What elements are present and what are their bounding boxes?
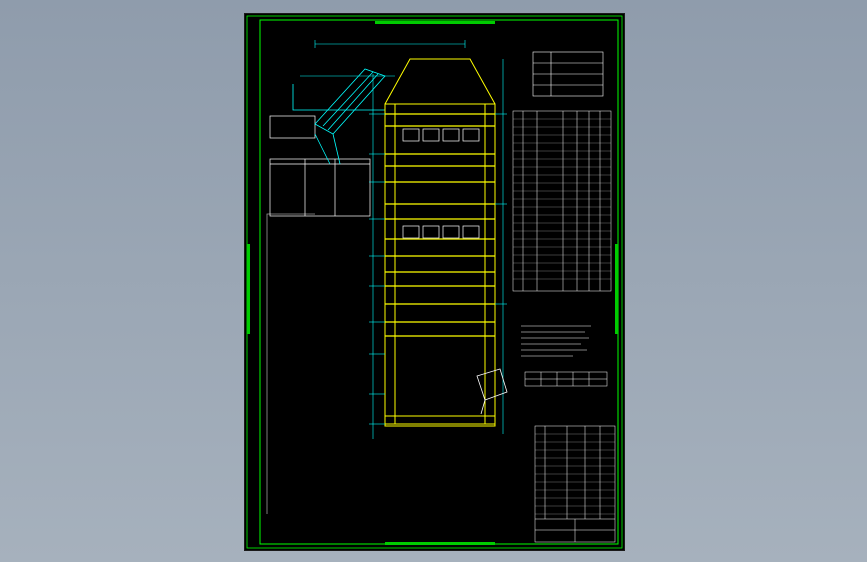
title-block-rows xyxy=(535,433,615,515)
title-strip-top xyxy=(375,21,495,24)
left-building xyxy=(269,115,371,217)
side-strip-left xyxy=(247,244,250,334)
equipment-table xyxy=(524,371,608,387)
silo-units xyxy=(402,128,480,239)
tower-floors xyxy=(385,113,495,337)
side-strip-right xyxy=(615,244,618,334)
right-dimension-marks xyxy=(495,59,507,434)
inner-frame xyxy=(259,19,619,545)
parts-list-rows xyxy=(513,118,611,280)
bottom-chute xyxy=(476,368,508,415)
cad-drawing xyxy=(246,15,623,549)
technical-notes xyxy=(521,325,591,357)
drawing-sheet[interactable] xyxy=(244,13,625,551)
inclined-conveyor xyxy=(292,68,386,165)
top-dimensions xyxy=(300,40,466,77)
main-tower xyxy=(384,58,496,427)
title-strip-bottom xyxy=(385,542,495,545)
left-section-line xyxy=(266,213,315,514)
legend-table xyxy=(532,51,604,97)
elevation-marks xyxy=(369,74,385,439)
title-block xyxy=(534,425,616,543)
parts-list-table xyxy=(512,110,612,292)
